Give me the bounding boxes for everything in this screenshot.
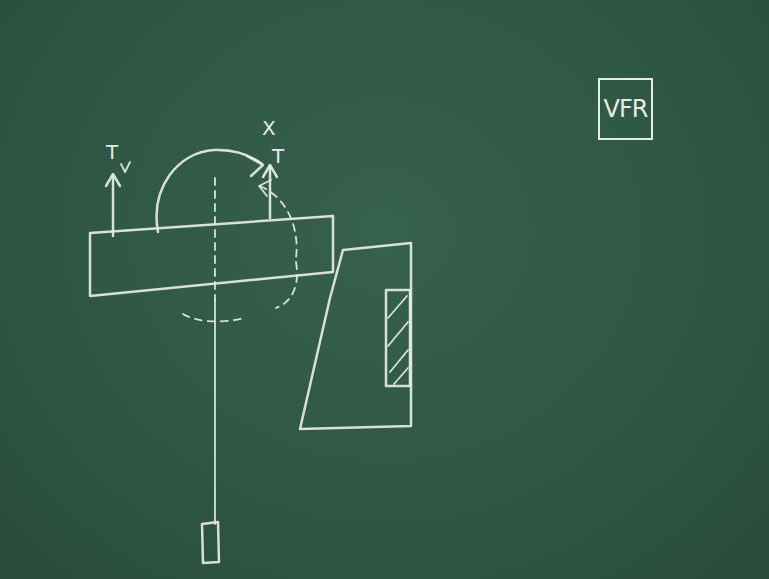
- rotation-arrow: [260, 186, 297, 258]
- force-arrow: [112, 176, 115, 236]
- wall-plate: [386, 290, 410, 386]
- pendulum-string: [214, 300, 216, 524]
- box-label: VFR: [604, 95, 648, 123]
- chalk-mark: [121, 162, 130, 172]
- arrow-head: [106, 174, 120, 186]
- force-label: X: [262, 118, 276, 138]
- torque-arrow: [157, 150, 262, 232]
- arrow-head: [263, 165, 277, 177]
- text-box: VFR: [598, 78, 653, 140]
- rotation-ellipse: [183, 314, 244, 321]
- rotation-ellipse: [276, 262, 297, 308]
- force-label: T: [106, 142, 118, 162]
- pendulum-weight: [202, 522, 219, 563]
- rotation-axis: [214, 178, 216, 300]
- force-arrow: [269, 166, 272, 218]
- arrow-head: [247, 156, 263, 176]
- force-label: T: [272, 146, 284, 166]
- hatching: [388, 296, 408, 384]
- mount-bracket: [300, 243, 411, 429]
